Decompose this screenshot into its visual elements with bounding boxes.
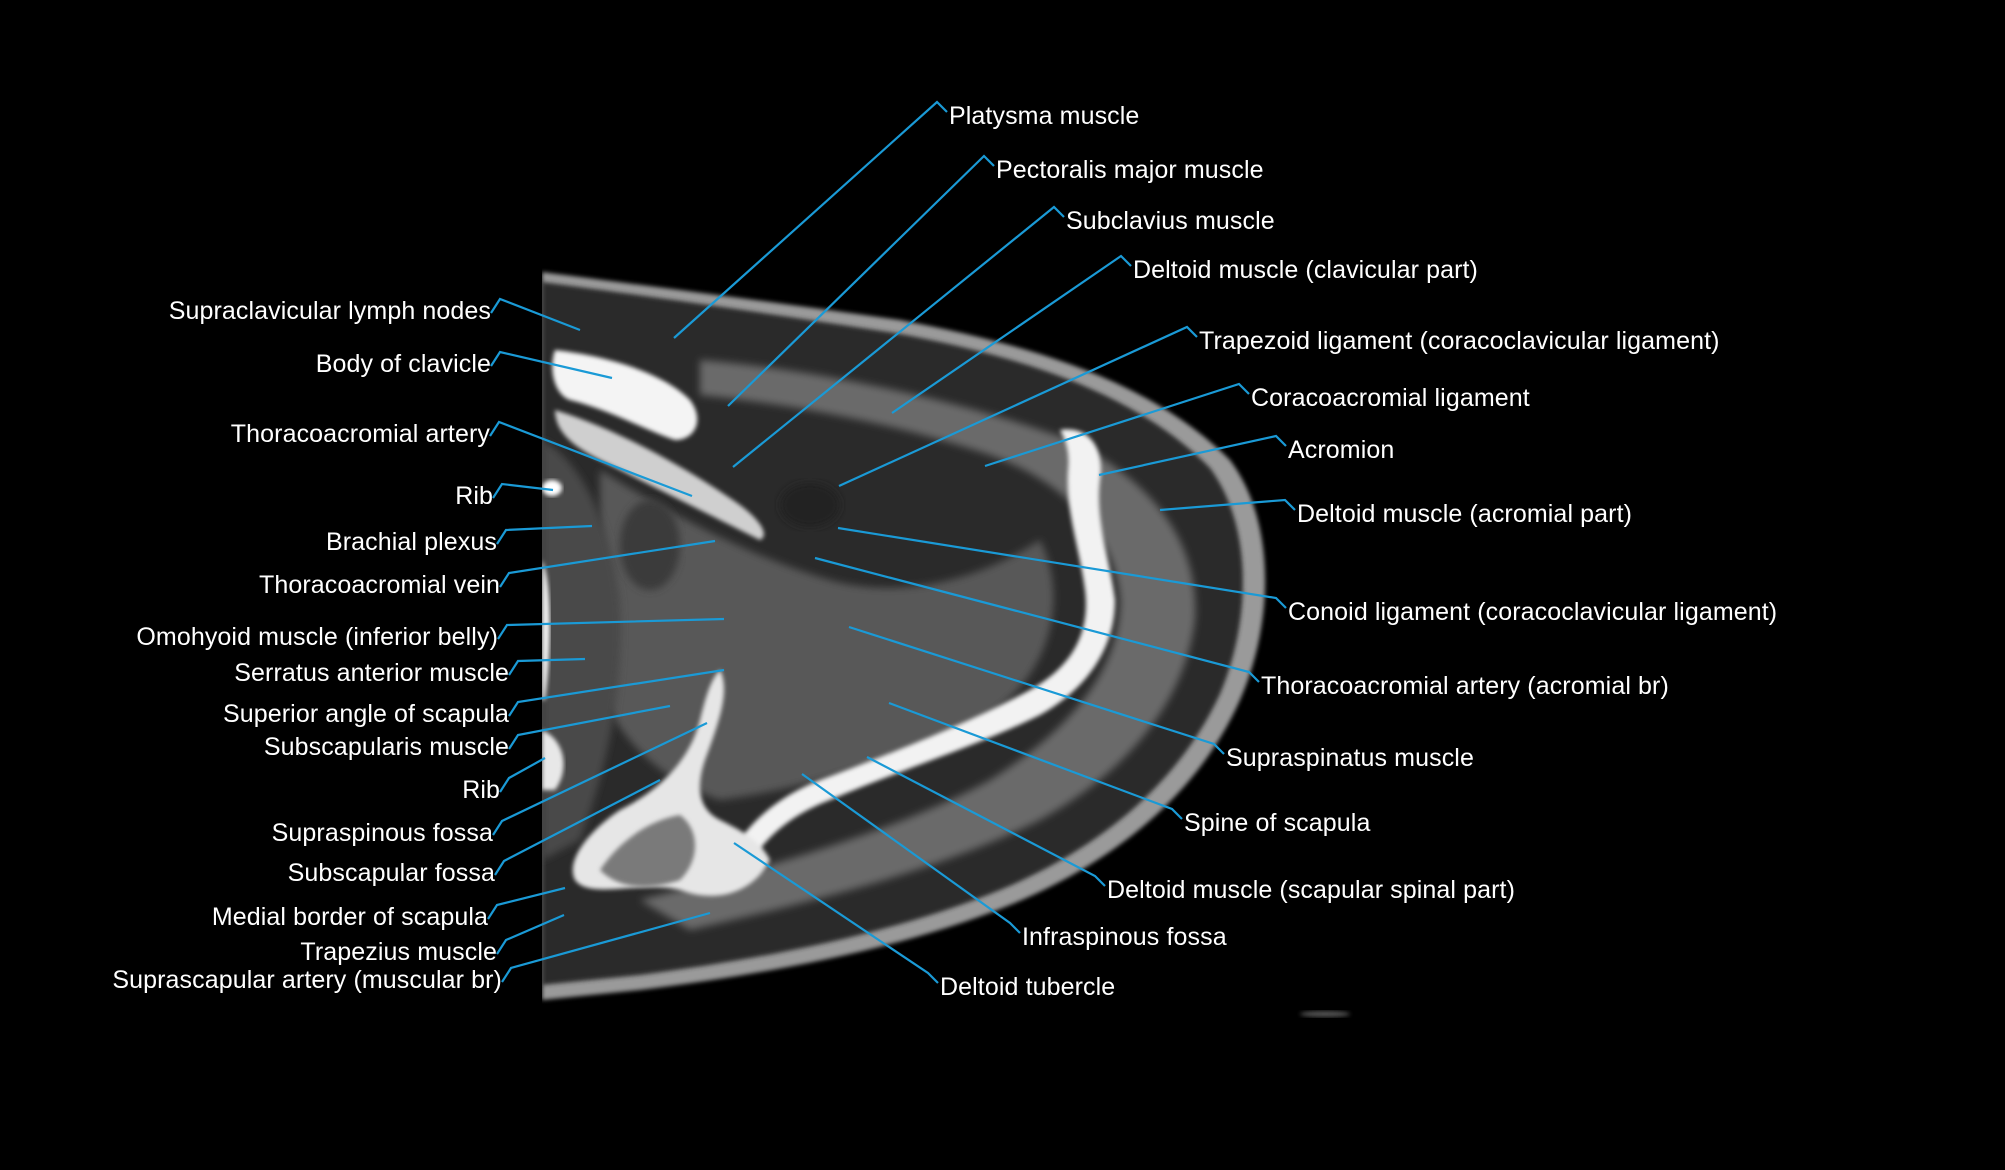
label-suprascapular-artery-muscular-br-leader-line	[501, 911, 711, 983]
label-deltoid-tubercle: Deltoid tubercle	[940, 973, 1116, 1001]
label-superior-angle-of-scapula-leader-line	[508, 668, 725, 717]
label-deltoid-muscle-acromial-part-leader-line	[1159, 498, 1296, 512]
label-body-of-clavicle-leader-line	[490, 350, 613, 380]
label-supraspinous-fossa-leader-line	[492, 722, 708, 836]
label-superior-angle-of-scapula: Superior angle of scapula	[222, 700, 509, 728]
label-pectoralis-major-muscle: Pectoralis major muscle	[996, 156, 1264, 184]
label-deltoid-tubercle-leader-line	[733, 842, 939, 984]
label-thoracoacromial-vein-leader-line	[499, 539, 716, 588]
label-serratus-anterior-muscle: Serratus anterior muscle	[234, 659, 509, 687]
label-pectoralis-major-muscle-leader-line	[727, 154, 995, 407]
label-brachial-plexus-leader-line	[496, 524, 593, 545]
label-deltoid-muscle-scapular-spinal-part-leader-line	[866, 756, 1106, 887]
label-rib-leader-line	[499, 757, 546, 793]
ct-slice	[542, 272, 1266, 1000]
label-trapezoid-ligament-coracoclavicular-ligament-leader-line	[838, 325, 1198, 488]
label-omohyoid-muscle-inferior-belly: Omohyoid muscle (inferior belly)	[136, 623, 498, 651]
label-medial-border-of-scapula: Medial border of scapula	[211, 903, 488, 931]
label-subclavius-muscle-leader-line	[732, 205, 1065, 468]
label-rib-leader-line	[492, 482, 554, 499]
label-infraspinous-fossa-leader-line	[801, 773, 1021, 934]
label-thoracoacromial-artery-acromial-br-leader-line	[814, 556, 1260, 683]
leader-lines	[487, 100, 1296, 984]
label-platysma-muscle-leader-line	[673, 100, 948, 339]
label-medial-border-of-scapula-leader-line	[487, 886, 566, 920]
label-supraspinatus-muscle-leader-line	[848, 625, 1225, 755]
label-subscapularis-muscle-leader-line	[508, 704, 671, 750]
label-acromion-leader-line	[1098, 434, 1287, 477]
label-subscapularis-muscle: Subscapularis muscle	[263, 733, 509, 761]
label-deltoid-muscle-clavicular-part: Deltoid muscle (clavicular part)	[1133, 256, 1478, 284]
label-spine-of-scapula: Spine of scapula	[1184, 809, 1371, 837]
label-deltoid-muscle-clavicular-part-leader-line	[891, 254, 1132, 414]
label-platysma-muscle: Platysma muscle	[949, 102, 1140, 130]
label-conoid-ligament-coracoclavicular-ligament: Conoid ligament (coracoclavicular ligame…	[1288, 598, 1778, 626]
label-supraclavicular-lymph-nodes: Supraclavicular lymph nodes	[168, 297, 491, 325]
label-brachial-plexus: Brachial plexus	[325, 528, 497, 556]
label-spine-of-scapula-leader-line	[888, 701, 1183, 820]
label-infraspinous-fossa: Infraspinous fossa	[1022, 923, 1227, 951]
label-body-of-clavicle: Body of clavicle	[315, 350, 491, 378]
label-deltoid-muscle-scapular-spinal-part: Deltoid muscle (scapular spinal part)	[1107, 876, 1516, 904]
label-deltoid-muscle-acromial-part: Deltoid muscle (acromial part)	[1297, 500, 1633, 528]
label-trapezius-muscle: Trapezius muscle	[300, 938, 497, 966]
label-coracoacromial-ligament-leader-line	[984, 382, 1250, 468]
label-serratus-anterior-muscle-leader-line	[508, 657, 586, 676]
label-supraspinatus-muscle: Supraspinatus muscle	[1226, 744, 1474, 772]
label-thoracoacromial-artery-acromial-br: Thoracoacromial artery (acromial br)	[1261, 672, 1669, 700]
label-supraspinous-fossa: Supraspinous fossa	[271, 819, 493, 847]
label-thoracoacromial-artery: Thoracoacromial artery	[230, 420, 490, 448]
label-thoracoacromial-artery-leader-line	[489, 420, 693, 498]
label-supraclavicular-lymph-nodes-leader-line	[490, 297, 581, 332]
label-suprascapular-artery-muscular-br: Suprascapular artery (muscular br)	[112, 966, 502, 994]
label-rib: Rib	[455, 482, 493, 510]
label-subscapular-fossa-leader-line	[494, 779, 661, 876]
label-subscapular-fossa: Subscapular fossa	[287, 859, 495, 887]
label-coracoacromial-ligament: Coracoacromial ligament	[1251, 384, 1530, 412]
label-trapezius-muscle-leader-line	[496, 913, 565, 955]
label-subclavius-muscle: Subclavius muscle	[1066, 207, 1275, 235]
label-thoracoacromial-vein: Thoracoacromial vein	[259, 571, 500, 599]
label-omohyoid-muscle-inferior-belly-leader-line	[497, 617, 725, 640]
label-acromion: Acromion	[1288, 436, 1395, 464]
label-rib: Rib	[462, 776, 500, 804]
label-trapezoid-ligament-coracoclavicular-ligament: Trapezoid ligament (coracoclavicular lig…	[1199, 327, 1720, 355]
label-conoid-ligament-coracoclavicular-ligament-leader-line	[837, 526, 1287, 609]
